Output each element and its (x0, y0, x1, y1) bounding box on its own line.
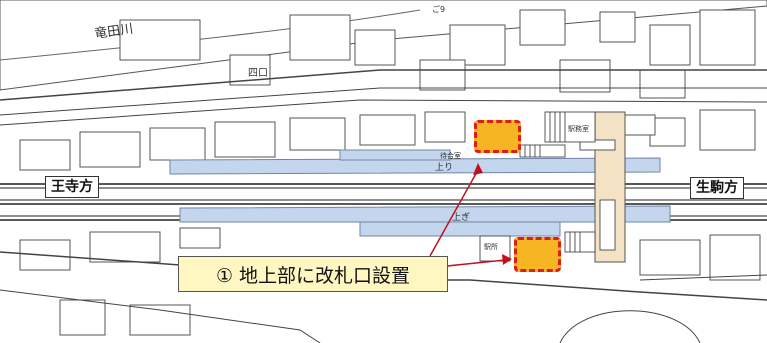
platform-down-label: 上ぎ (452, 211, 470, 223)
callout-text: ① 地上部に改札口設置 (215, 264, 411, 287)
gate-north-marker (474, 120, 521, 153)
stairs (519, 111, 616, 253)
callout-arrows (429, 163, 512, 267)
office-label: 駅所 (484, 242, 498, 251)
roundabout (559, 310, 701, 343)
ticket-office-box (624, 114, 656, 136)
platform-up (169, 157, 661, 175)
callout-box: ① 地上部に改札口設置 (178, 256, 448, 292)
road-lower (0, 87, 767, 116)
platform-down (179, 205, 671, 223)
waiting-room-label: 待合室 (440, 151, 461, 160)
road-upper (0, 69, 767, 101)
platform-down-building (359, 221, 561, 237)
small-label: 四口 (248, 68, 268, 79)
platform-up-building (339, 149, 451, 161)
top-label: ご9 (432, 4, 445, 14)
road-edge (0, 99, 767, 126)
top-buildings (119, 9, 756, 99)
direction-left-label: 王寺方 (45, 176, 99, 198)
gate-south-marker (514, 237, 561, 272)
river-label: 竜田川 (93, 22, 134, 42)
facility-label: 駅務室 (568, 124, 589, 133)
river-bank-line (0, 9, 421, 61)
direction-right-label: 生駒方 (690, 177, 744, 199)
north-buildings (19, 109, 756, 171)
station-overpass (579, 139, 616, 151)
south-buildings (19, 227, 761, 336)
road-south-2 (0, 289, 321, 343)
road-south-3 (639, 274, 767, 281)
platform-up-label: 上り (435, 162, 453, 173)
